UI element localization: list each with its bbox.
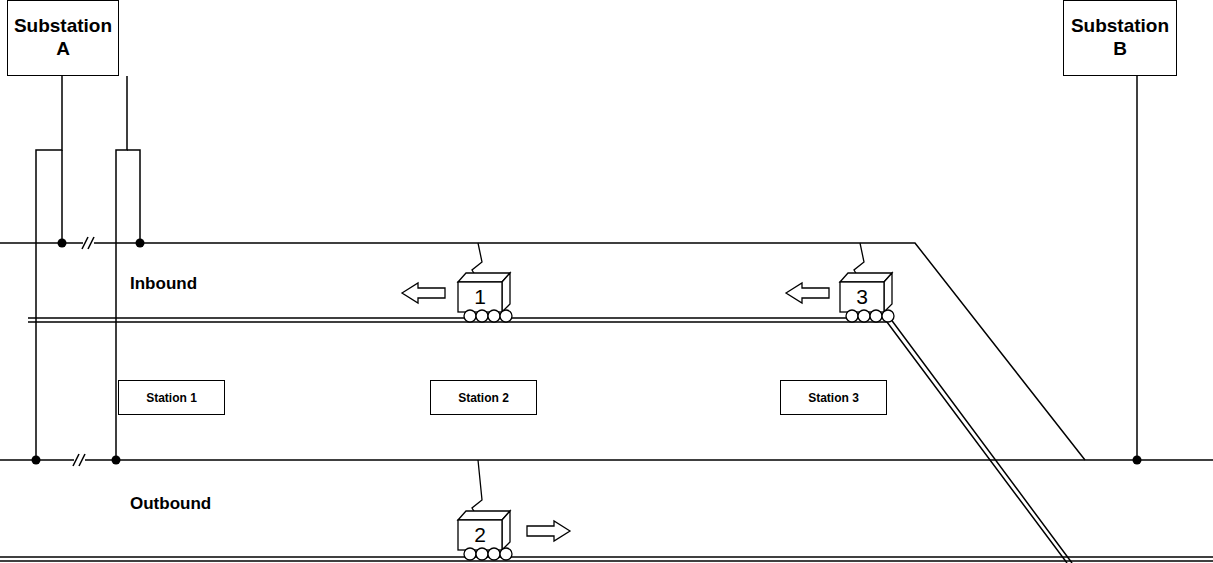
track-label: Inbound	[130, 274, 197, 294]
train-number: 2	[458, 520, 502, 550]
track-label: Outbound	[130, 494, 211, 514]
node-text: Substation B	[1068, 15, 1172, 61]
substation-box: Substation B	[1063, 0, 1177, 76]
node-text: Station 3	[808, 391, 859, 405]
node-text: Station 2	[458, 391, 509, 405]
node-text: Substation A	[12, 15, 114, 61]
station-box: Station 3	[780, 380, 887, 415]
node-text: Station 1	[146, 391, 197, 405]
node-text: 3	[856, 285, 868, 309]
substation-box: Substation A	[7, 0, 119, 76]
train-number: 1	[458, 282, 502, 312]
node-text: 2	[474, 523, 486, 547]
train-number: 3	[840, 282, 884, 312]
station-box: Station 2	[430, 380, 537, 415]
node-text: 1	[474, 285, 486, 309]
station-box: Station 1	[118, 380, 225, 415]
